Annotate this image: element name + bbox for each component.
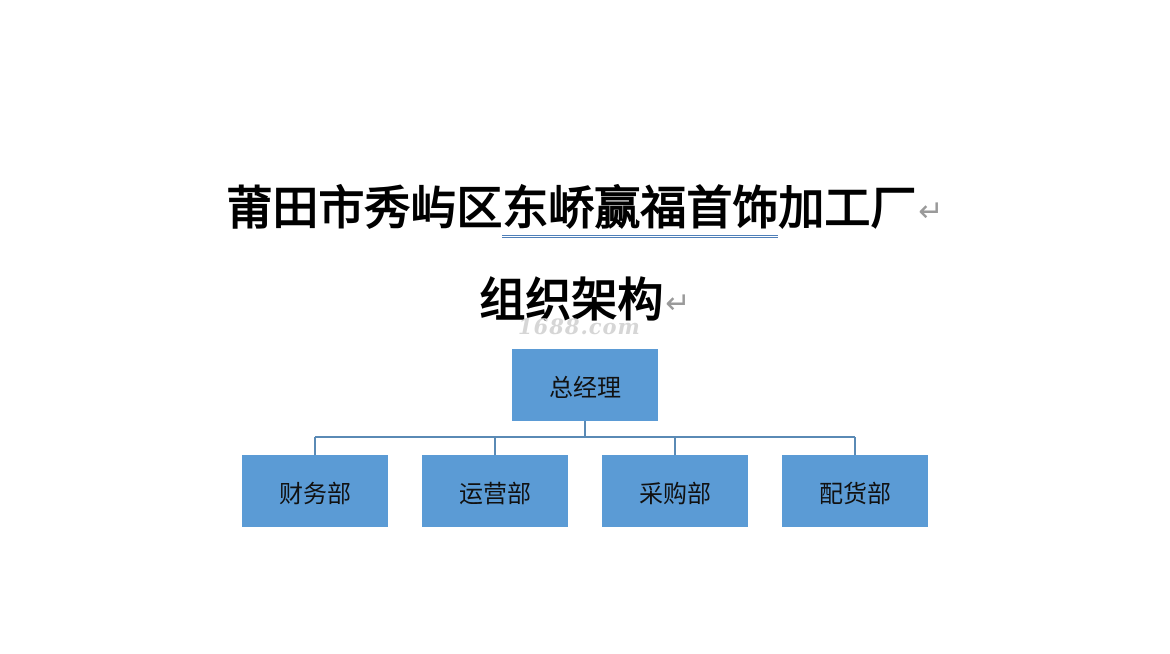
org-node-label: 总经理 <box>549 373 621 402</box>
page-title-line-2: 组织架构↵ <box>0 270 1170 330</box>
org-node-distribution: 配货部 <box>782 455 928 527</box>
watermark: 1688.com <box>518 314 641 339</box>
title-underlined-text: 东峤赢福首饰 <box>502 181 779 238</box>
org-node-label: 配货部 <box>819 479 891 508</box>
org-node-general-manager: 总经理 <box>512 349 658 421</box>
org-node-label: 采购部 <box>639 479 711 508</box>
org-node-purchasing: 采购部 <box>602 455 748 527</box>
org-node-finance: 财务部 <box>242 455 388 527</box>
title-prefix: 莆田市秀屿区 <box>226 181 503 235</box>
org-node-operations: 运营部 <box>422 455 568 527</box>
org-node-label: 财务部 <box>279 479 351 508</box>
paragraph-mark-icon: ↵ <box>918 193 944 229</box>
page-title-line-1: 莆田市秀屿区东峤赢福首饰加工厂↵ <box>0 178 1170 238</box>
title-suffix: 加工厂 <box>778 181 917 235</box>
org-node-label: 运营部 <box>459 479 531 508</box>
paragraph-mark-icon: ↵ <box>665 285 691 321</box>
title-line-2-text: 组织架构 <box>479 273 664 327</box>
